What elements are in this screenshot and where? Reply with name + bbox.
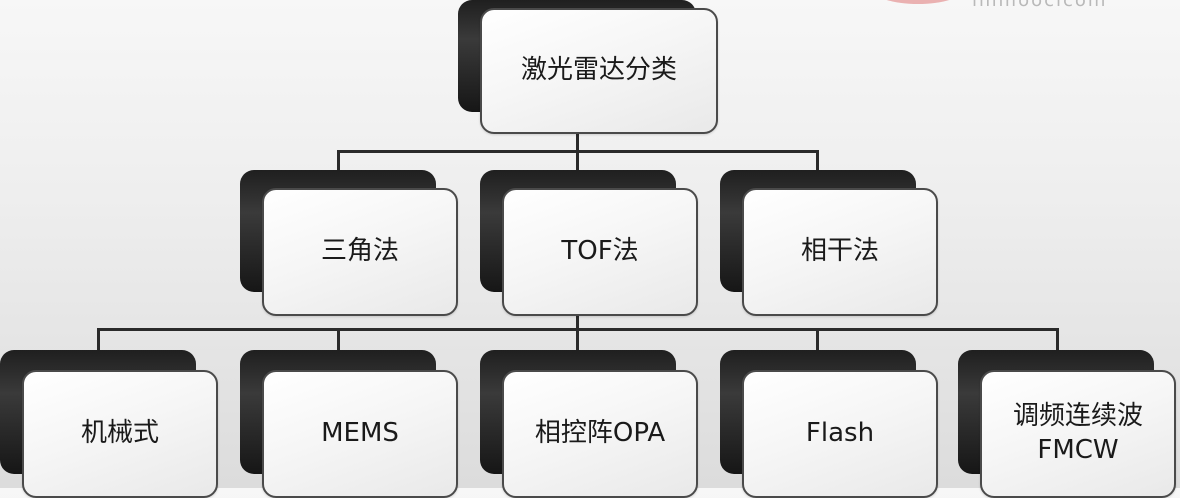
connector-drop-opa	[576, 328, 579, 352]
node-card: 调频连续波 FMCW	[980, 370, 1176, 498]
connector-tof-vertical	[576, 312, 579, 330]
node-label: 机械式	[80, 418, 159, 449]
node-card: 相控阵OPA	[502, 370, 698, 498]
node-label: 相控阵OPA	[534, 418, 666, 449]
node-card: 相干法	[742, 188, 938, 316]
node-label: 相干法	[800, 236, 879, 267]
connector-drop-triangulation	[337, 150, 340, 172]
node-card: 三角法	[262, 188, 458, 316]
connector-drop-coherent	[816, 150, 819, 172]
connector-root-vertical	[576, 134, 579, 152]
node-card: 机械式	[22, 370, 218, 498]
node-label: Flash	[805, 418, 875, 449]
node-card: TOF法	[502, 188, 698, 316]
connector-drop-mechanical	[97, 328, 100, 352]
watermark-text: immoocicom	[972, 0, 1108, 11]
connector-drop-fmcw	[1056, 328, 1059, 352]
node-label: 三角法	[320, 236, 399, 267]
node-label: 激光雷达分类	[520, 55, 677, 86]
connector-drop-flash	[816, 328, 819, 352]
connector-drop-mems	[337, 328, 340, 352]
node-label: 调频连续波 FMCW	[1012, 401, 1143, 465]
connector-drop-tof	[576, 150, 579, 172]
node-card: Flash	[742, 370, 938, 498]
node-label: TOF法	[561, 236, 639, 267]
node-card: MEMS	[262, 370, 458, 498]
node-card: 激光雷达分类	[480, 8, 718, 134]
node-lidar-classification: 激光雷达分类	[458, 0, 718, 134]
node-label: MEMS	[321, 418, 399, 449]
logo-icon	[872, 0, 964, 4]
